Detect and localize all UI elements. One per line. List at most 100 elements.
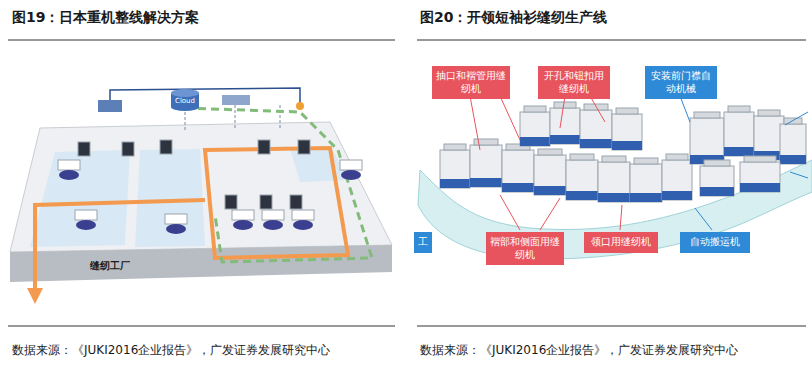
machine-head — [602, 156, 626, 162]
machine-body — [534, 155, 566, 195]
sewing-station — [262, 210, 284, 230]
machine-base — [580, 139, 612, 148]
machine-head — [554, 102, 576, 108]
sewing-station — [165, 214, 187, 234]
machine-base — [724, 147, 754, 156]
machine-body — [630, 164, 662, 202]
data-loop — [185, 108, 372, 262]
figure-title: 图19：日本重机整线解决方案 — [12, 9, 199, 27]
callout-text: 安装前门襟自动机械 — [648, 70, 714, 95]
terminal-icon — [122, 142, 134, 156]
machine-unit — [724, 106, 754, 156]
sewing-station — [58, 160, 80, 180]
machine-base — [440, 179, 470, 188]
machine-unit — [520, 106, 550, 146]
bottom-rule — [417, 326, 806, 327]
operator — [166, 224, 186, 234]
machine-body — [780, 124, 806, 164]
machine-unit — [740, 156, 780, 192]
machine-unit — [502, 144, 534, 192]
leader-line — [500, 96, 520, 140]
callout-box: 自动搬运机 — [680, 232, 750, 253]
machine-head — [616, 108, 638, 114]
machine-body — [550, 108, 580, 144]
machine-base — [550, 135, 580, 144]
leader-line — [695, 208, 712, 230]
machine-unit — [440, 144, 470, 188]
machine-head — [704, 160, 730, 166]
sewing-station — [232, 210, 254, 230]
flow-arrow — [35, 200, 205, 296]
callout-box: 褶部和侧面用缝纫机 — [486, 232, 564, 265]
machine-unit — [690, 112, 724, 164]
zone — [135, 149, 205, 247]
storage-label: Cloud — [170, 97, 200, 105]
machine-unit — [662, 154, 692, 200]
terminal-icon — [225, 195, 237, 209]
machine-head — [570, 154, 594, 160]
machine-base — [612, 141, 642, 150]
machine-head — [444, 144, 466, 150]
leader-line — [680, 96, 690, 122]
leader-line — [470, 96, 480, 150]
machine-body — [580, 110, 612, 148]
callout-box: 抽口和褶管用缝纫机 — [432, 66, 510, 99]
operator — [341, 170, 361, 180]
machine-unit — [470, 139, 502, 187]
operator — [263, 220, 283, 230]
machine-base — [470, 178, 502, 187]
machine-base — [598, 193, 630, 202]
machine-unit — [630, 158, 662, 202]
sewing-machine — [232, 210, 254, 220]
operator — [76, 220, 96, 230]
leader-line — [785, 112, 808, 125]
callout-text: 工 — [417, 236, 429, 249]
title-rule — [417, 40, 806, 41]
machine-unit — [700, 160, 734, 196]
terminal-icon — [260, 195, 272, 209]
area-label: 缝纫工厂 — [90, 259, 130, 273]
machine-body — [612, 114, 642, 150]
sewing-machine — [165, 214, 187, 224]
callout-text: 褶部和侧面用缝纫机 — [489, 236, 561, 261]
network-line — [110, 88, 300, 108]
machine-base — [740, 183, 780, 192]
operator — [59, 170, 79, 180]
leader-line — [500, 195, 520, 230]
machine-unit — [534, 149, 566, 195]
leader-line — [790, 172, 808, 178]
machine-head — [538, 149, 562, 155]
machine-body — [598, 162, 630, 202]
leader-line — [620, 205, 622, 230]
machine-head — [666, 154, 688, 160]
cloud-storage: Cloud — [170, 88, 200, 112]
source-note: 数据来源：《JUKI2016企业报告》，广发证券发展研究中心 — [12, 342, 330, 359]
machine-base — [630, 193, 662, 202]
machine-unit — [580, 104, 612, 148]
machine-base — [502, 183, 534, 192]
machine-head — [728, 106, 750, 112]
callout-text: 自动搬运机 — [683, 236, 747, 249]
callout-text: 领口用缝纫机 — [587, 236, 655, 249]
sewing-machine — [340, 160, 362, 170]
zone — [30, 150, 130, 247]
sewing-machine — [58, 160, 80, 170]
sewing-station — [75, 210, 97, 230]
machine-base — [662, 191, 692, 200]
platform-front — [10, 245, 392, 282]
machine-base — [780, 155, 806, 164]
sewing-machine — [75, 210, 97, 220]
machine-body — [690, 118, 724, 164]
machine-head — [694, 112, 720, 118]
terminal-icon — [298, 140, 310, 154]
operator — [233, 220, 253, 230]
machine-body — [502, 150, 534, 192]
machine-base — [700, 187, 734, 196]
title-rule — [8, 40, 395, 41]
terminal-icon — [78, 142, 90, 156]
machine-head — [634, 158, 658, 164]
machine-body — [520, 112, 550, 146]
terminal-icon — [258, 140, 270, 154]
